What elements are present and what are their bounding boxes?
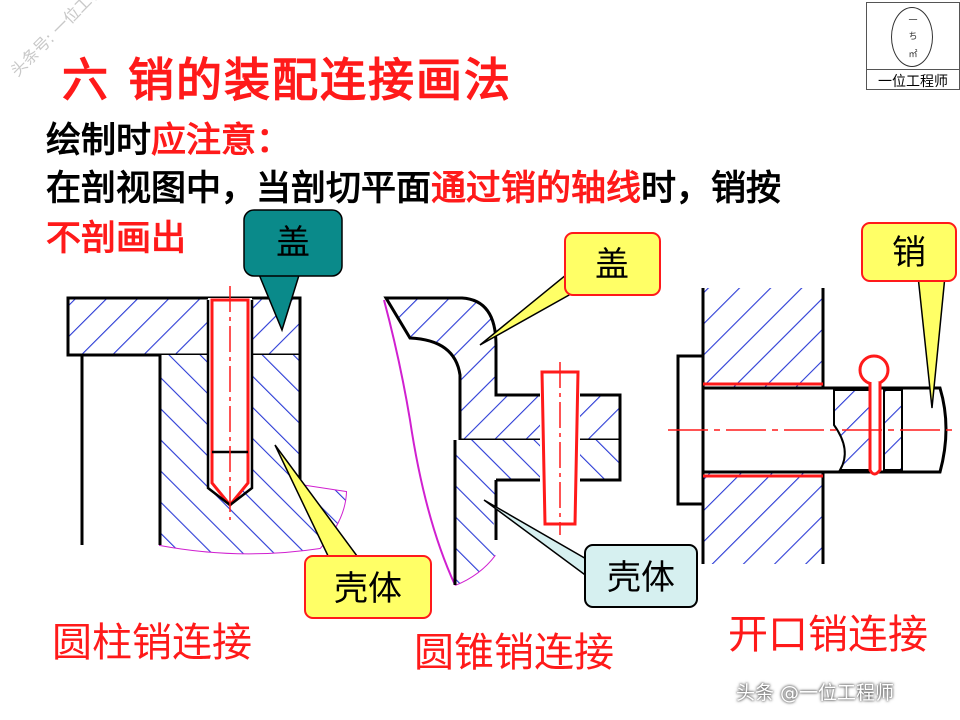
slide-title: 六 销的装配连接画法	[62, 53, 513, 107]
note-line-1-prefix: 绘制时	[46, 121, 152, 161]
caption-cylindrical-pin: 圆柱销连接	[52, 620, 252, 666]
fig2-cover-section	[383, 296, 622, 442]
fig1-housing-edges	[158, 355, 302, 545]
logo-text: 一位工程师	[867, 69, 959, 91]
note-line-2-suffix: 时，销按	[641, 169, 782, 209]
callout-cover-1-box	[243, 209, 343, 277]
callout-cover-1: 盖	[243, 209, 343, 333]
note-line-1: 绘制时应注意：	[46, 112, 291, 163]
callout-housing-2-box	[584, 544, 698, 608]
callout-pin-label: 销	[892, 233, 926, 273]
logo-glyph-bot: ㎡	[908, 50, 918, 60]
callout-cover-1-label: 盖	[276, 223, 310, 263]
fig3-split-pin-eye-icon	[858, 354, 890, 386]
note-line-3: 不剖画出	[46, 219, 187, 259]
callout-housing-1: 壳体	[274, 444, 432, 619]
note-line-2-prefix: 在剖视图中，当剖切平面	[46, 169, 432, 209]
taper-pin-figure	[383, 296, 622, 586]
note-line-2: 在剖视图中，当剖切平面通过销的轴线时，销按	[46, 160, 781, 211]
fig3-plate-edges	[701, 288, 825, 564]
note-line-1-emphasis: 应注意：	[151, 121, 292, 161]
fig2-cover-outline-icon	[383, 299, 456, 586]
callout-housing-1-label: 壳体	[334, 569, 402, 609]
callout-housing-2: 壳体	[483, 499, 698, 608]
fig3-split-pin-legs	[868, 382, 882, 476]
footer-attribution: 头条 @一位工程师	[736, 682, 895, 704]
fig3-red-lines	[703, 382, 823, 478]
caption-split-pin: 开口销连接	[728, 612, 928, 658]
fig1-cover-section	[66, 296, 302, 357]
callout-cover-2-label: 盖	[595, 245, 629, 285]
callout-cover-2-box	[564, 232, 661, 296]
caption-taper-pin: 圆锥销连接	[414, 630, 614, 676]
logo-glyph-mid: ち	[908, 32, 918, 42]
fig2-housing-edges	[453, 440, 622, 585]
callout-pin: 销	[861, 222, 957, 409]
logo-emblem-icon	[891, 7, 933, 67]
logo-glyph-top: 一	[908, 16, 918, 26]
split-pin-figure	[668, 288, 955, 564]
fig3-plate-bottom	[703, 472, 823, 564]
note-line-2-emphasis: 通过销的轴线	[431, 169, 642, 209]
callout-cover-2-pointer	[479, 268, 579, 346]
callout-housing-2-label: 壳体	[607, 558, 675, 598]
callout-cover-2: 盖	[479, 232, 661, 346]
cylindrical-pin-figure	[66, 286, 348, 555]
fig3-plate-top	[703, 288, 823, 388]
callout-pin-box	[861, 222, 957, 282]
callout-housing-1-box	[304, 555, 432, 619]
